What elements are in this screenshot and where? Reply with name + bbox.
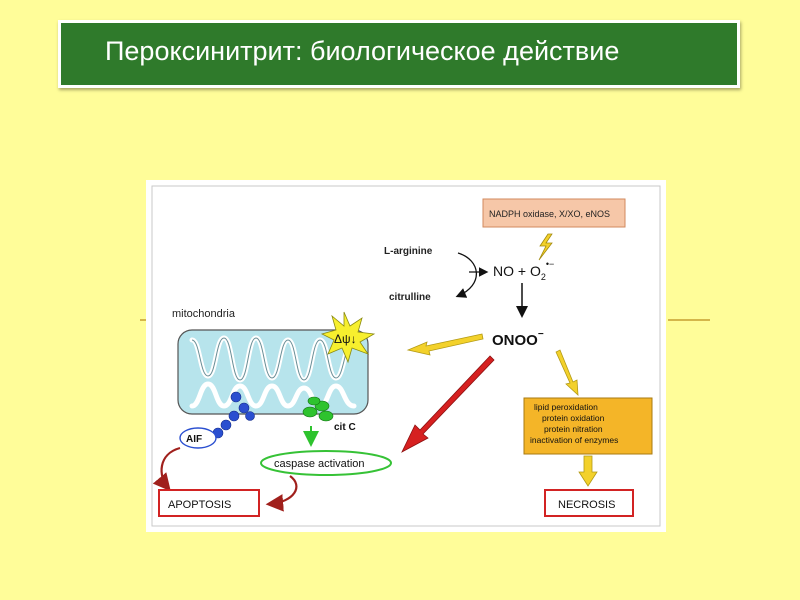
onoo-to-effects-arrow: [555, 349, 579, 396]
apoptosis-label: APOPTOSIS: [168, 499, 231, 511]
effect-item: inactivation of enzymes: [530, 435, 618, 445]
effect-item: lipid peroxidation: [534, 402, 598, 412]
membrane-potential-burst-icon: [320, 311, 376, 364]
arginine-curve-arrow: [455, 252, 477, 298]
cit-c-label: cit C: [334, 422, 356, 433]
reaction-label: NO + O2•−: [493, 259, 554, 282]
mitochondrion: [177, 329, 369, 415]
effects-to-necrosis-arrow: [578, 455, 598, 487]
citrulline-label: citrulline: [389, 292, 431, 303]
mitochondria-label: mitochondria: [172, 308, 236, 320]
effects-box: [523, 397, 653, 455]
peroxynitrite-diagram: NADPH oxidase, X/XO, eNOS L-arginine cit…: [146, 180, 666, 532]
aif-to-apoptosis-arrow: [152, 446, 181, 492]
necrosis-label: NECROSIS: [558, 499, 615, 511]
necrosis-box: [544, 489, 634, 517]
caspase-activation-oval: [260, 450, 392, 476]
aif-molecules: [212, 391, 255, 439]
decorative-line-left: [140, 319, 150, 321]
delta-psi-label: Δψ↓: [334, 332, 357, 346]
l-arginine-label: L-arginine: [384, 246, 433, 257]
aif-label: AIF: [186, 434, 202, 445]
onoo-label: ONOO−: [492, 329, 544, 349]
title-banner: Пероксинитрит: биологическое действие: [58, 20, 740, 88]
caspase-label: caspase activation: [274, 458, 365, 470]
onoo-to-caspase-arrow: [401, 355, 495, 453]
apoptosis-box: [158, 489, 260, 517]
lightning-icon: [538, 233, 553, 261]
sources-label: NADPH oxidase, X/XO, eNOS: [489, 209, 610, 219]
caspase-to-apoptosis-arrow: [265, 475, 298, 512]
aif-oval: [179, 427, 217, 449]
cytochrome-c-molecules: [302, 396, 334, 422]
onoo-to-mitochondria-arrow: [406, 333, 484, 356]
effect-item: protein oxidation: [542, 413, 605, 423]
effect-item: protein nitration: [544, 424, 603, 434]
effects-list: lipid peroxidation protein oxidation pro…: [530, 402, 618, 445]
slide-title: Пероксинитрит: биологическое действие: [105, 36, 620, 66]
sources-box: [482, 198, 626, 228]
decorative-line-right: [668, 319, 710, 321]
